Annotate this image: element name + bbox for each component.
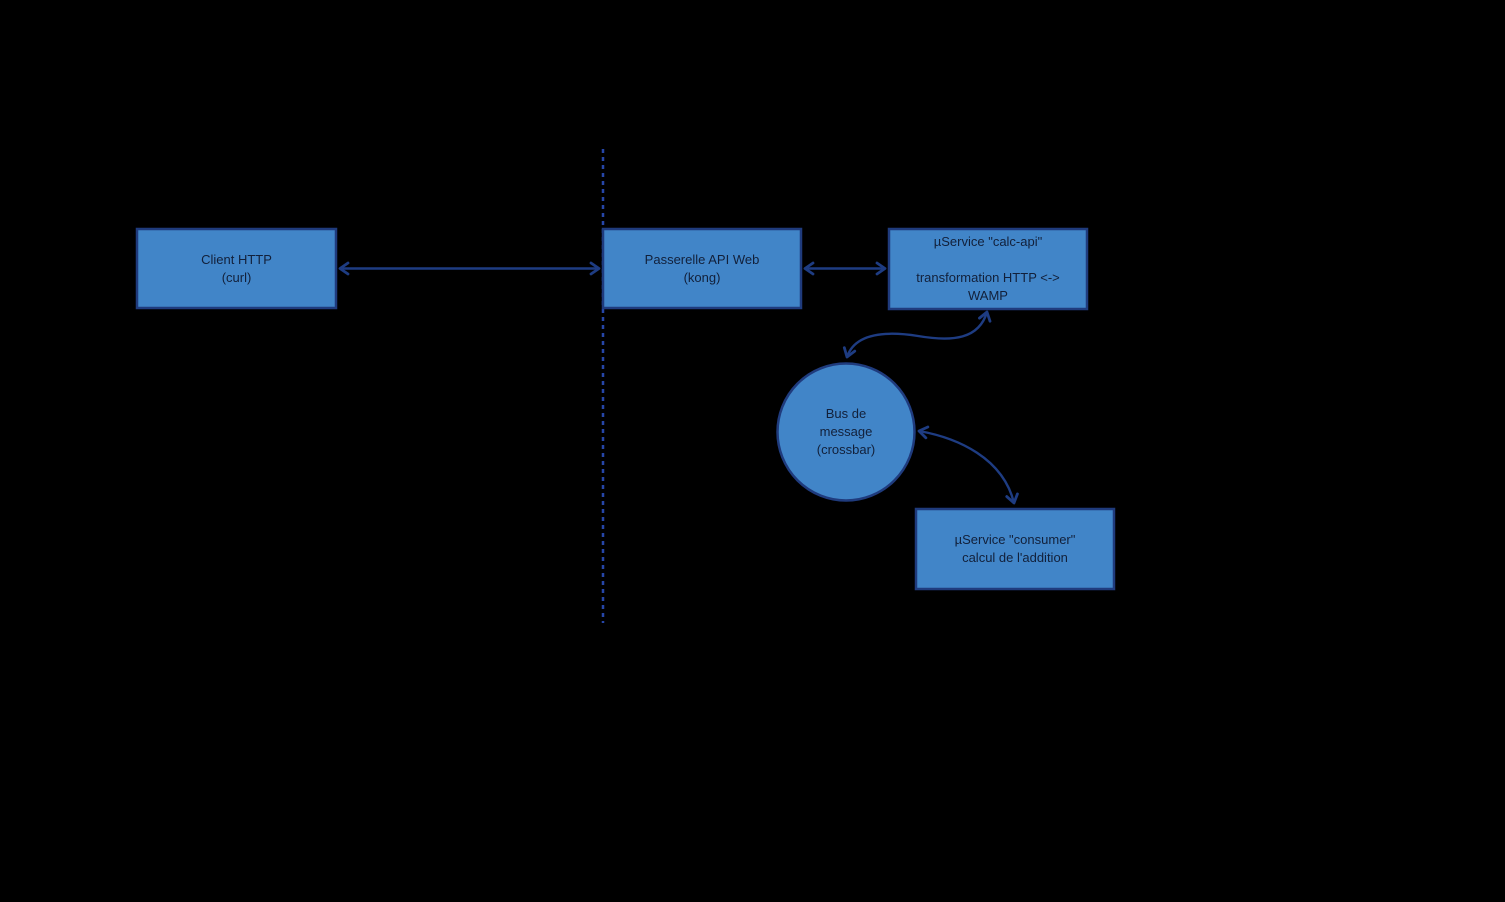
node-passerelle-api[interactable] — [601, 227, 803, 310]
label-uservice-calc-api: µService "calc-api" transformation HTTP … — [916, 234, 1060, 303]
node-uservice-consumer[interactable] — [914, 507, 1116, 591]
label-passerelle-api: Passerelle API Web (kong) — [644, 251, 760, 285]
label-uservice-consumer: µService "consumer" calcul de l'addition — [954, 532, 1076, 565]
edge-calcapi-bus — [842, 310, 992, 359]
node-client-http[interactable] — [135, 227, 338, 310]
node-bus-de-message[interactable] — [776, 362, 916, 502]
node-uservice-calc-api[interactable] — [887, 227, 1089, 311]
edge-bus-consumer — [917, 425, 1019, 505]
label-client-http: Client HTTP (curl) — [201, 251, 272, 285]
label-bus-de-message: Bus de message (crossbar) — [816, 406, 876, 457]
